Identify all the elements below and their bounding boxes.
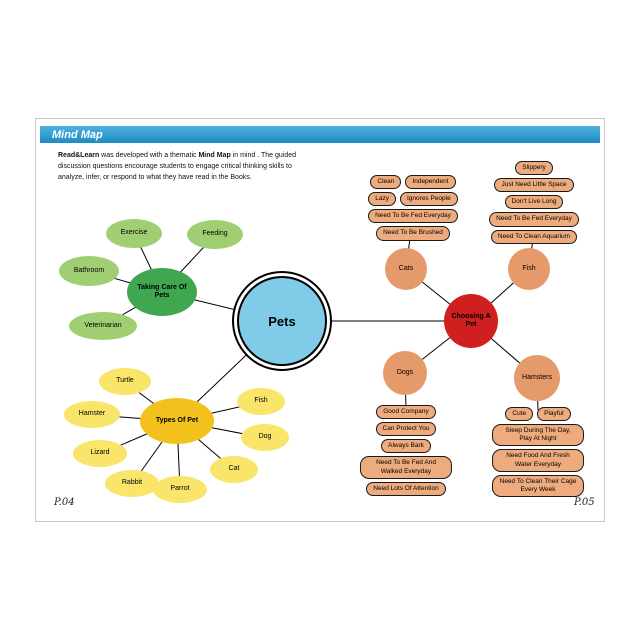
node-bathroom: Bathroom bbox=[59, 256, 119, 286]
node-choosing-a-pet: Choosing A Pet bbox=[444, 294, 498, 348]
pill-sleep-day-play-night: Sleep During The Day, Play At Night bbox=[492, 424, 584, 447]
node-lizard: Lizard bbox=[73, 440, 127, 467]
pill-little-space: Just Need Little Space bbox=[494, 178, 574, 193]
pill-good-company: Good Company bbox=[376, 405, 436, 420]
pill-lazy: Lazy bbox=[368, 192, 396, 207]
intro-text-1: was developed with a thematic bbox=[99, 152, 199, 159]
hamsters-pill-group: Cute Playful Sleep During The Day, Play … bbox=[471, 407, 605, 497]
pill-need-fed-everyday-fish: Need To Be Fed Everyday bbox=[489, 212, 579, 227]
pill-food-fresh-water: Need Food And Fresh Water Everyday bbox=[492, 449, 584, 472]
node-pets: Pets bbox=[232, 271, 332, 371]
pill-can-protect-you: Can Protect You bbox=[375, 422, 437, 437]
node-exercise: Exercise bbox=[106, 219, 162, 248]
pill-always-bark: Always Bark bbox=[381, 439, 431, 454]
node-turtle: Turtle bbox=[99, 368, 151, 395]
pill-clean-aquarium: Need To Clean Aquarium bbox=[490, 229, 578, 244]
cats-pill-group: Clean Independent Lazy Ignores People Ne… bbox=[338, 175, 488, 241]
pill-clean: Clean bbox=[370, 175, 402, 190]
pill-ignores-people: Ignores People bbox=[400, 192, 458, 207]
pill-dont-live-long: Don't Live Long bbox=[504, 195, 564, 210]
node-pets-label: Pets bbox=[237, 276, 327, 366]
node-rabbit: Rabbit bbox=[105, 470, 159, 497]
node-feeding: Feeding bbox=[187, 220, 243, 249]
node-parrot: Parrot bbox=[153, 476, 207, 503]
pill-clean-cage-weekly: Need To Clean Their Cage Every Week bbox=[492, 474, 584, 497]
node-hamster: Hamster bbox=[64, 401, 120, 428]
node-dogs: Dogs bbox=[383, 351, 427, 395]
node-veterinarian: Veterinarian bbox=[69, 312, 137, 340]
node-fish-type: Fish bbox=[237, 388, 285, 415]
intro-text-2: in mind . The guided discussion question… bbox=[58, 152, 296, 181]
node-taking-care-of-pets: Taking Care Of Pets bbox=[127, 268, 197, 316]
pill-playful: Playful bbox=[537, 407, 571, 422]
node-cat: Cat bbox=[210, 456, 258, 483]
node-hamsters: Hamsters bbox=[514, 355, 560, 401]
page-header-bar: Mind Map bbox=[40, 126, 600, 143]
page-title: Mind Map bbox=[52, 128, 103, 141]
node-cats: Cats bbox=[385, 248, 427, 290]
pill-fed-walked-everyday: Need To Be Fed And Walked Everyday bbox=[360, 456, 452, 479]
node-fish-category: Fish bbox=[508, 248, 550, 290]
pill-independent: Independent bbox=[405, 175, 456, 190]
intro-bold-mindmap: Mind Map bbox=[198, 152, 231, 159]
pill-need-fed-everyday-cats: Need To Be Fed Everyday bbox=[368, 209, 458, 224]
pill-cute: Cute bbox=[505, 407, 534, 422]
fish-pill-group: Slippery Just Need Little Space Don't Li… bbox=[466, 161, 602, 244]
intro-bold-readlearn: Read&Learn bbox=[58, 152, 100, 159]
node-types-of-pet: Types Of Pet bbox=[140, 398, 214, 444]
pill-slippery: Slippery bbox=[515, 161, 553, 176]
page-number-left: P.04 bbox=[54, 497, 75, 508]
pill-need-brushed: Need To Be Brushed bbox=[376, 226, 450, 241]
node-dog: Dog bbox=[241, 424, 289, 451]
pill-lots-of-attention: Need Lots Of Attention bbox=[366, 481, 446, 496]
intro-paragraph: Read&Learn was developed with a thematic… bbox=[58, 151, 310, 184]
page-number-right: P.05 bbox=[574, 497, 595, 508]
page: Mind Map Read&Learn was developed with a… bbox=[35, 118, 605, 522]
dogs-pill-group: Good Company Can Protect You Always Bark… bbox=[344, 405, 468, 496]
